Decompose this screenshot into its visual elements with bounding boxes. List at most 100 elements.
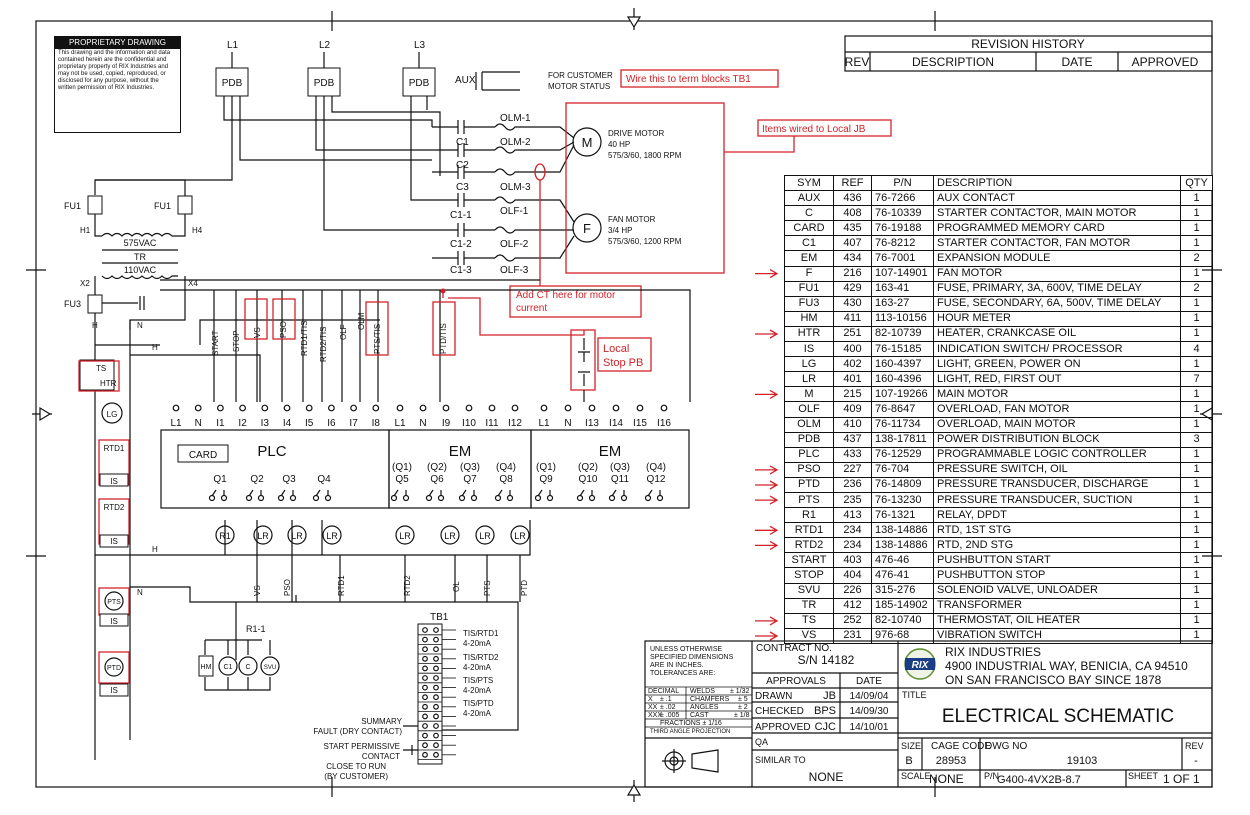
- output-contact: [393, 489, 407, 497]
- tb1-terminal: [433, 713, 439, 720]
- tol-line1: UNLESS OTHERWISE: [650, 646, 723, 653]
- pdb-2-label: PDB: [314, 78, 335, 89]
- red-arrow: [755, 540, 779, 550]
- input-label: I5: [305, 418, 314, 429]
- parts-cell: PTD: [784, 476, 834, 493]
- parts-cell: 3: [1180, 431, 1213, 448]
- parts-cell: PRESSURE TRANSDUCER, DISCHARGE: [933, 476, 1181, 493]
- parts-cell: EXPANSION MODULE: [933, 250, 1181, 267]
- parts-cell: HEATER, CRANKCASE OIL: [933, 325, 1181, 343]
- parts-cell: START: [784, 552, 834, 569]
- coil-label: LR: [444, 531, 456, 541]
- checked-by: BPS: [814, 705, 836, 717]
- output-contact: [248, 489, 262, 497]
- parts-cell: 113-10156: [871, 310, 934, 327]
- parts-cell: TRANSFORMER: [933, 597, 1181, 614]
- note-ct: [509, 285, 642, 318]
- terminal: [194, 404, 202, 412]
- ts-htr-highlight: [78, 360, 120, 392]
- parts-cell: STARTER CONTACTOR, MAIN MOTOR: [933, 205, 1181, 222]
- parts-cell: 412: [833, 597, 872, 614]
- cage-label: CAGE CODE: [931, 741, 991, 752]
- indicator-coil: [395, 525, 415, 545]
- local-stop-highlight: [570, 329, 596, 391]
- parts-cell: 1: [1180, 552, 1213, 569]
- parts-cell: 138-14886: [871, 522, 934, 539]
- tb1-ma-3: 4-20mA: [463, 686, 492, 695]
- parts-cell: 1: [1180, 416, 1213, 433]
- em2-label: EM: [599, 443, 622, 460]
- sw-stop: STOP: [232, 330, 241, 352]
- parts-cell: THERMOSTAT, OIL HEATER: [933, 612, 1181, 629]
- parts-cell: 1: [1180, 567, 1213, 584]
- sw-vs: VS: [253, 327, 262, 338]
- parts-cell: PLC: [784, 446, 834, 463]
- proprietary-notice: PROPRIETARY DRAWING This drawing and the…: [54, 36, 181, 133]
- output-group-label: (Q3): [610, 462, 630, 473]
- drawing-title: ELECTRICAL SCHEMATIC: [942, 706, 1174, 727]
- input-switches: START STOP VS PSO RTD1/TIS RTD2/TIS OLF …: [160, 279, 691, 402]
- parts-cell: FAN MOTOR: [933, 265, 1181, 282]
- revision-title: REVISION HISTORY: [971, 37, 1085, 51]
- parts-cell: PROGRAMMABLE LOGIC CONTROLLER: [933, 446, 1181, 463]
- tb1-terminal: [433, 636, 439, 643]
- parts-cell: 1: [1180, 537, 1213, 554]
- parts-cell: 76-12529: [871, 446, 934, 463]
- overload-olm-2: OLM-2: [500, 137, 531, 148]
- pts-tis-highlight: [365, 301, 389, 356]
- qa-label: QA: [755, 737, 768, 747]
- output-terminal: [402, 494, 410, 502]
- parts-cell: 216: [833, 265, 872, 282]
- terminal: [612, 404, 620, 412]
- parts-cell: PTS: [784, 491, 834, 509]
- transformer-575vac: 575VAC: [124, 238, 157, 248]
- third-angle-label: THIRD ANGLE PROJECTION: [650, 729, 730, 735]
- parts-cell: IS: [784, 341, 834, 358]
- motor-circuits: C1 C2 C3 C1-1 C1-2 C1-3 OLM-1 OLM-2 OLM-…: [432, 102, 892, 318]
- parts-cell: 1: [1180, 446, 1213, 463]
- cage-value: 28953: [936, 755, 967, 767]
- tb1-terminal: [433, 694, 439, 701]
- fan-motor-symbol: [572, 213, 602, 243]
- parts-cell: RELAY, DPDT: [933, 507, 1181, 524]
- parts-cell: 76-704: [871, 461, 934, 478]
- tol-angles-val: ± 2: [738, 704, 748, 711]
- parts-cell: 435: [833, 220, 872, 237]
- tol-line2: SPECIFIED DIMENSIONS: [650, 654, 734, 661]
- contact-c1: C1: [456, 137, 469, 148]
- indicator-coil: [322, 525, 342, 545]
- contract-label: CONTRACT NO.: [756, 643, 832, 654]
- parts-cell: 1: [1180, 220, 1213, 237]
- parts-cell: 82-10740: [871, 612, 934, 629]
- overload-olf-2: OLF-2: [500, 239, 529, 250]
- parts-cell: 226: [833, 582, 872, 599]
- plc-label: PLC: [257, 443, 286, 460]
- rtd1-label: RTD1: [104, 444, 125, 453]
- tb1-terminal: [422, 665, 428, 672]
- parts-cell: 7: [1180, 371, 1213, 388]
- red-arrow: [755, 329, 779, 339]
- company-name: RIX INDUSTRIES: [945, 645, 1041, 659]
- output-contact: [211, 489, 225, 497]
- parts-cell: VS: [784, 627, 834, 644]
- parts-cell: 315-276: [871, 582, 934, 599]
- parts-cell: 251: [833, 325, 872, 343]
- parts-cell: 1: [1180, 476, 1213, 493]
- contact-c1-3: C1-3: [450, 265, 472, 276]
- size-value: B: [905, 755, 912, 767]
- tb1-ma-1: 4-20mA: [463, 639, 492, 648]
- is-4-label: IS: [110, 686, 118, 695]
- parts-cell: TR: [784, 597, 834, 614]
- tb1-terminal: [433, 675, 439, 681]
- parts-cell: 1: [1180, 325, 1213, 343]
- coil-label: LR: [479, 531, 491, 541]
- parts-cell: RTD, 1ST STG: [933, 522, 1181, 539]
- output-label: Q2: [250, 474, 264, 485]
